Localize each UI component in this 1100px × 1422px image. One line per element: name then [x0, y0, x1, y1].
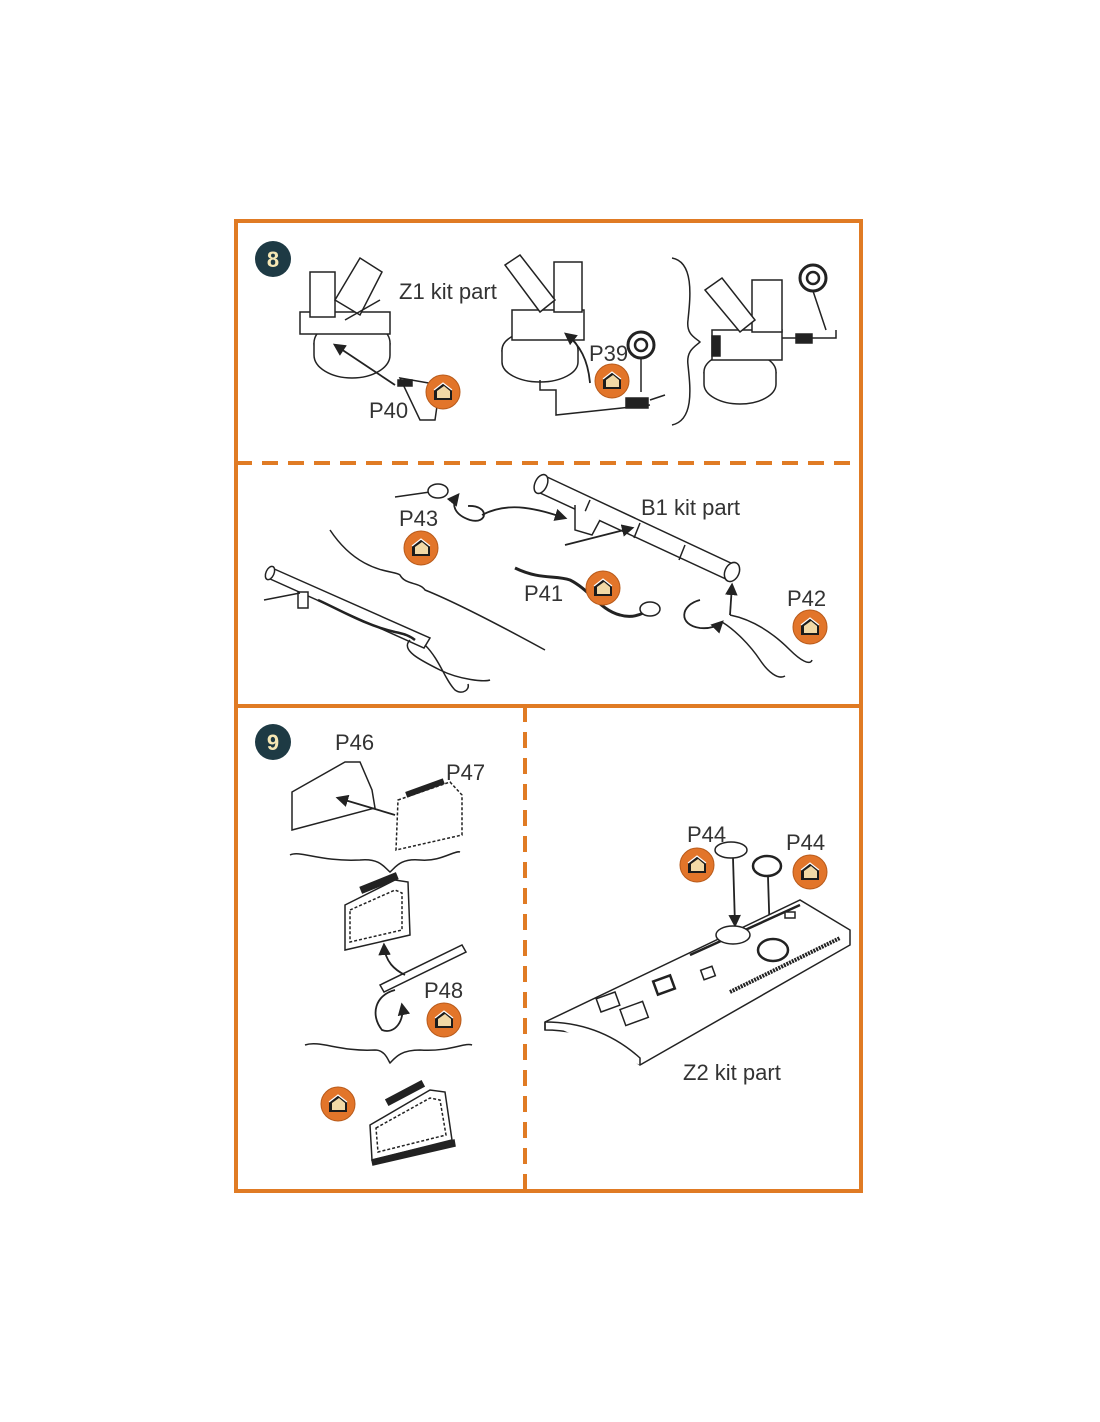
assembly-brace — [671, 257, 702, 426]
assembly-brace-2 — [329, 529, 546, 651]
turret-drawing-2 — [501, 253, 666, 416]
photo-etch-part-icon — [792, 609, 828, 645]
brace-step9-1 — [289, 851, 461, 873]
step-number: 9 — [267, 730, 279, 755]
arrow-p48-rotate — [374, 989, 411, 1032]
arrow-p39 — [564, 332, 591, 384]
label-p48: P48 — [424, 978, 463, 1003]
arrow-p44-left — [728, 857, 741, 928]
p48-strip-part — [378, 944, 468, 993]
p41-end — [639, 601, 661, 617]
frame — [234, 219, 863, 1193]
arrow-p43-rotate — [446, 493, 485, 522]
label-p39: P39 — [589, 341, 628, 366]
photo-etch-part-icon — [426, 1002, 462, 1038]
panel-assembled-1 — [344, 872, 411, 951]
photo-etch-part-icon — [320, 1086, 356, 1122]
step-badge-9: 9 — [255, 724, 291, 760]
photo-etch-part-icon — [403, 530, 439, 566]
brace-step9-2 — [304, 1043, 473, 1065]
step-badge-8: 8 — [255, 241, 291, 277]
photo-etch-part-icon — [792, 854, 828, 890]
p46-panel-part — [291, 761, 376, 831]
photo-etch-part-icon — [585, 570, 621, 606]
arrow-p47-to-p46 — [335, 794, 396, 816]
step-number: 8 — [267, 247, 279, 272]
label-p42: P42 — [787, 586, 826, 611]
label-p44-left: P44 — [687, 822, 726, 847]
p42-handle-part — [721, 614, 813, 678]
arrow-p48-up — [378, 942, 406, 976]
p43-part — [394, 483, 449, 499]
z2-kit-part-drawing — [544, 899, 851, 1066]
label-p47: P47 — [446, 760, 485, 785]
photo-etch-part-icon — [679, 847, 715, 883]
p47-strip — [405, 778, 445, 798]
gun-barrel-assembled — [263, 565, 491, 693]
arrow-p42-rotate — [683, 599, 724, 634]
photo-etch-part-icon — [594, 363, 630, 399]
aiming-ring — [626, 330, 656, 392]
panel-assembled-final — [369, 1079, 456, 1166]
label-p43: P43 — [399, 506, 438, 531]
turret-drawing-assembled — [703, 276, 837, 405]
arrow-p42-up — [725, 582, 738, 616]
arrow-p43-to-barrel — [481, 506, 568, 521]
turret-drawing-1 — [299, 256, 391, 379]
label-p46: P46 — [335, 730, 374, 755]
arrow-p40 — [332, 343, 396, 386]
arrow-b1 — [564, 524, 635, 546]
label-z2-kit-part: Z2 kit part — [683, 1060, 781, 1085]
label-b1-kit-part: B1 kit part — [641, 495, 740, 520]
label-p41: P41 — [524, 581, 563, 606]
p44-ring-left — [714, 841, 748, 859]
p44-ring-right — [751, 854, 783, 878]
label-p44-right: P44 — [786, 830, 825, 855]
label-z1-kit-part: Z1 kit part — [399, 279, 497, 304]
label-p40: P40 — [369, 398, 408, 423]
aiming-ring-assembled — [798, 263, 828, 331]
photo-etch-part-icon — [425, 374, 461, 410]
gun-barrel-b1 — [533, 473, 741, 583]
